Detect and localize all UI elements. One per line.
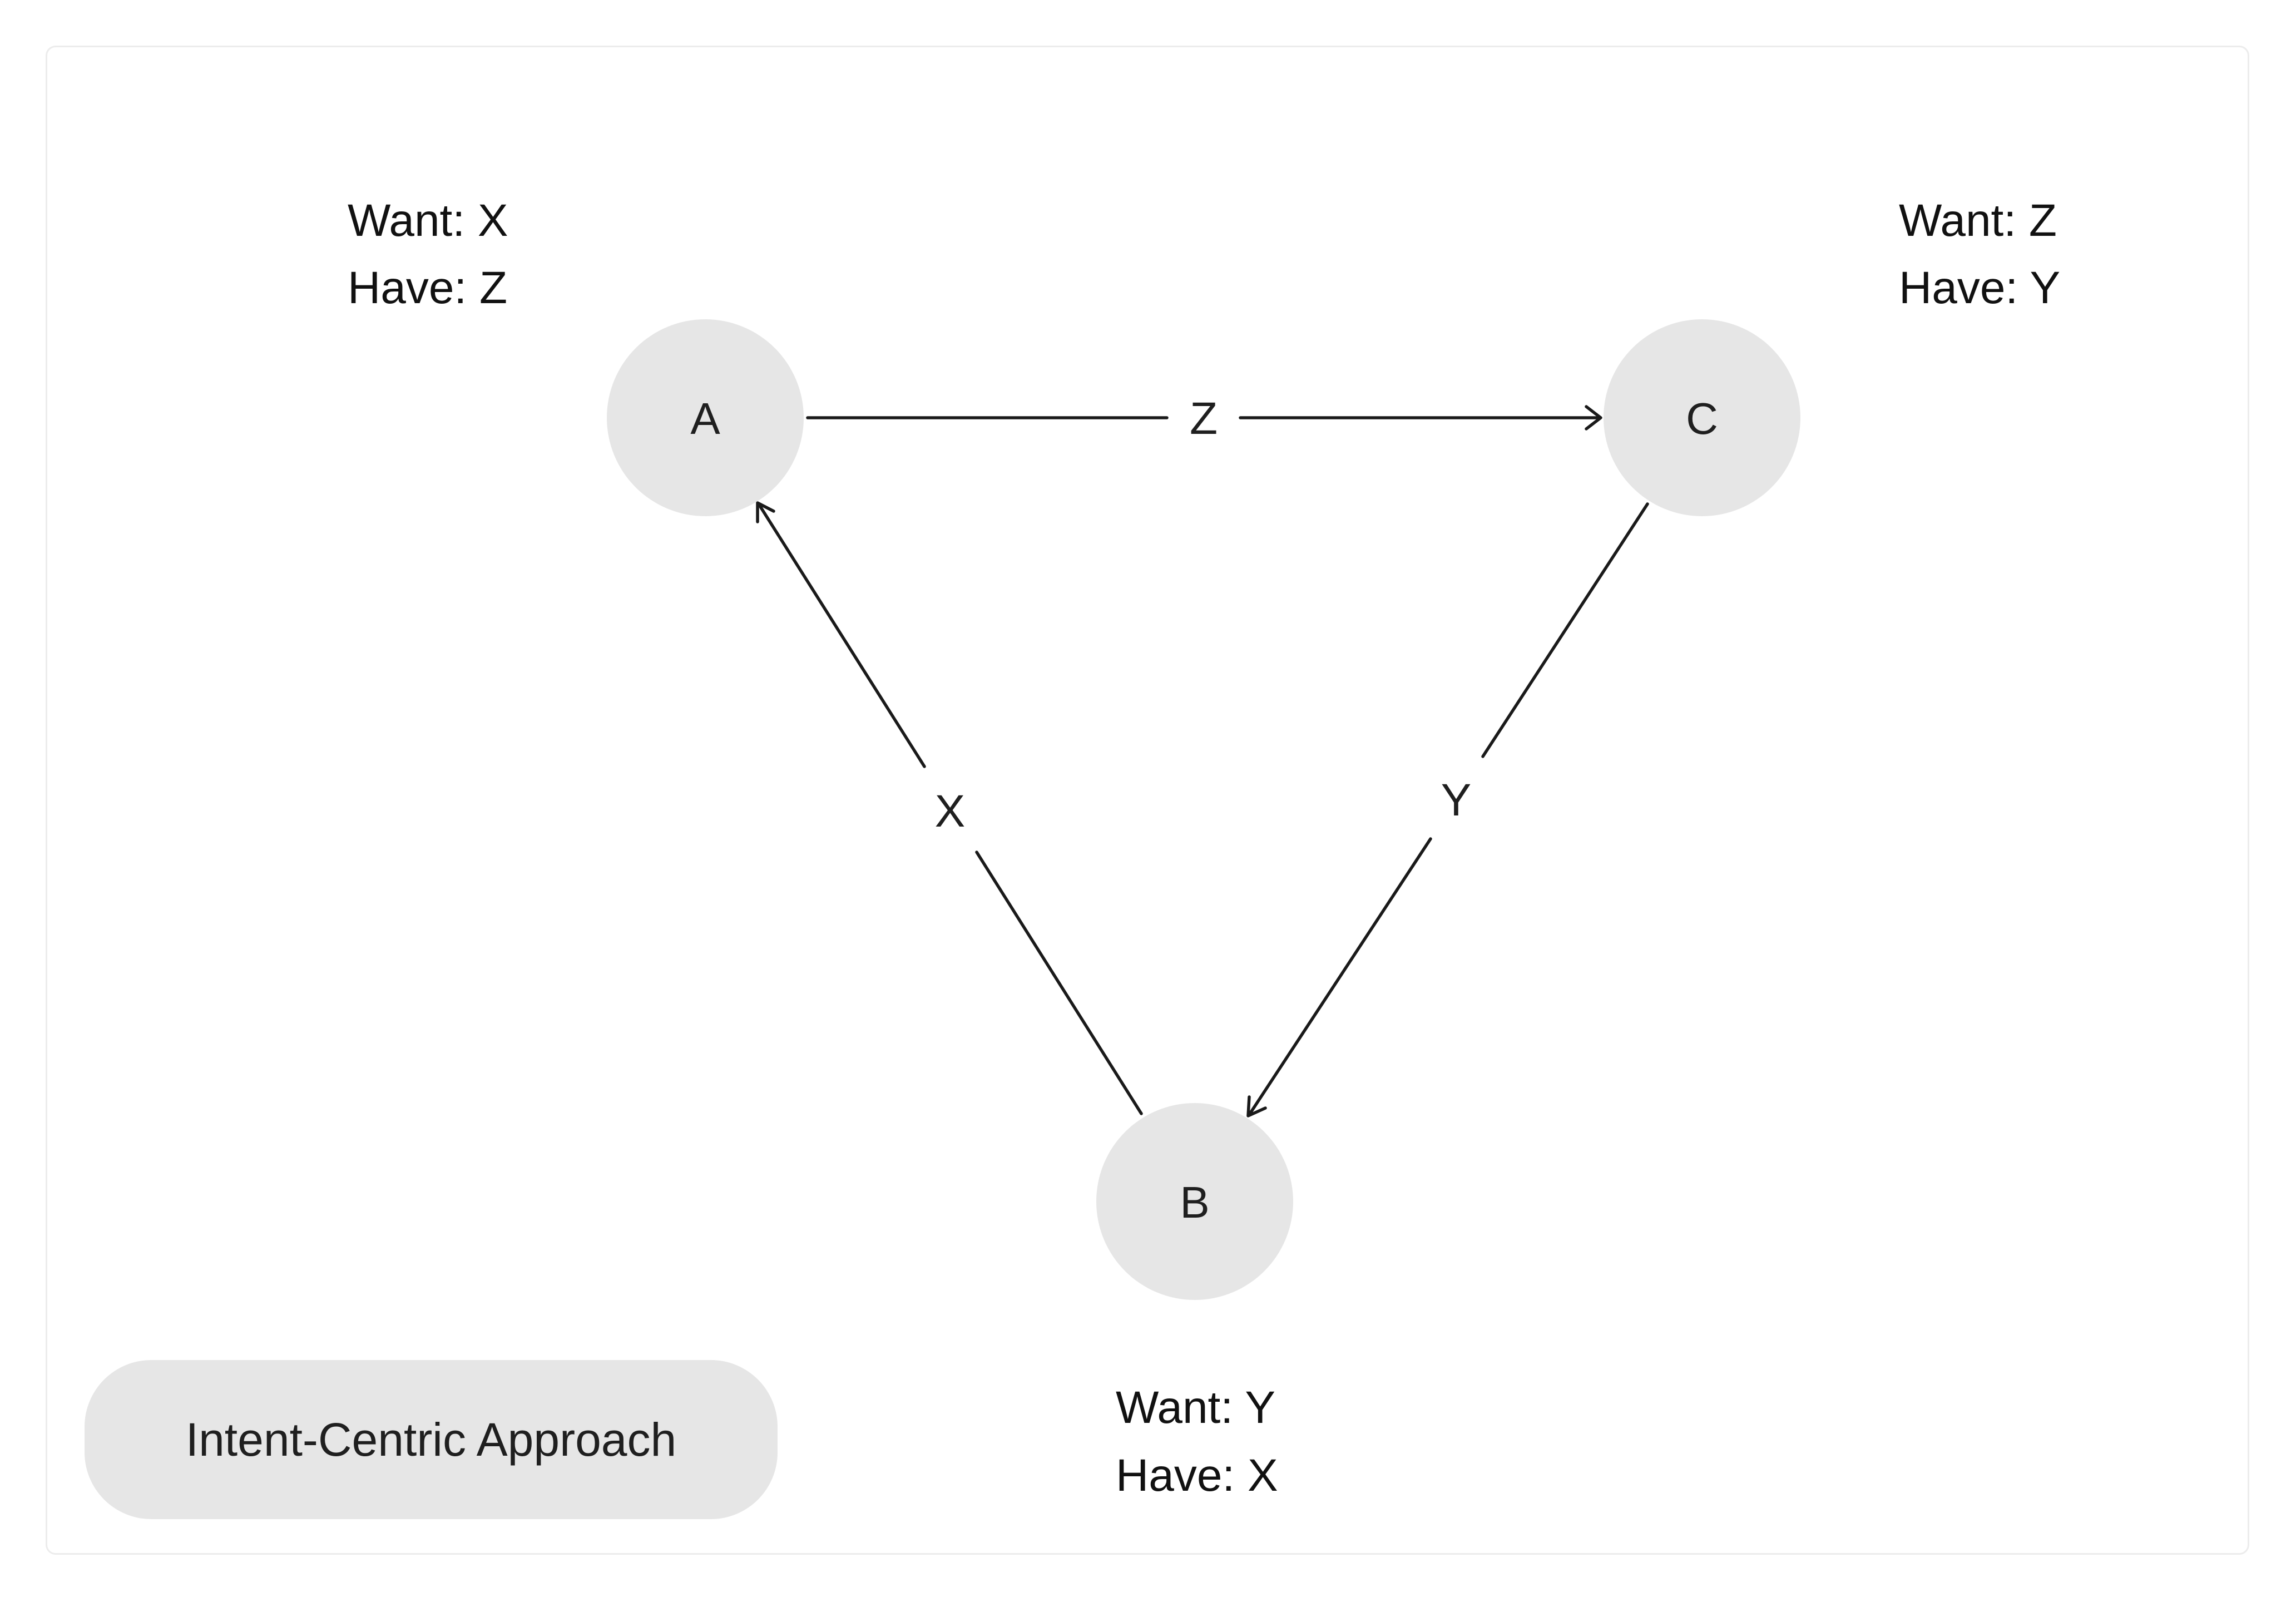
node-b-label: B bbox=[1180, 1178, 1209, 1227]
node-b-info: Want: Y Have: X bbox=[1116, 1382, 1278, 1501]
edge-label-x: X bbox=[935, 786, 966, 837]
node-c-have: Have: Y bbox=[1899, 263, 2060, 313]
node-a-have: Have: Z bbox=[348, 263, 507, 313]
node-b-want: Want: Y bbox=[1116, 1382, 1275, 1433]
edge-a-to-c: Z bbox=[806, 393, 1602, 444]
edge-label-z: Z bbox=[1190, 393, 1218, 444]
edge-c-to-b: Y bbox=[1246, 502, 1649, 1118]
node-a: A bbox=[607, 319, 804, 516]
approach-label: Intent-Centric Approach bbox=[85, 1360, 778, 1519]
node-c-want: Want: Z bbox=[1899, 195, 2057, 246]
diagram-frame bbox=[46, 46, 2249, 1555]
arrowhead-icon bbox=[756, 501, 775, 523]
edge-b-to-a: X bbox=[756, 501, 1143, 1115]
node-b: B bbox=[1096, 1103, 1293, 1300]
edge-label-y: Y bbox=[1441, 775, 1472, 825]
node-c: C bbox=[1604, 319, 1800, 516]
node-c-info: Want: Z Have: Y bbox=[1899, 195, 2060, 313]
node-c-label: C bbox=[1686, 394, 1718, 443]
node-a-label: A bbox=[690, 394, 720, 443]
node-b-have: Have: X bbox=[1116, 1450, 1278, 1501]
node-a-want: Want: X bbox=[348, 195, 508, 246]
arrowhead-icon bbox=[1585, 405, 1602, 431]
arrowhead-icon bbox=[1246, 1095, 1267, 1118]
node-a-info: Want: X Have: Z bbox=[348, 195, 508, 313]
